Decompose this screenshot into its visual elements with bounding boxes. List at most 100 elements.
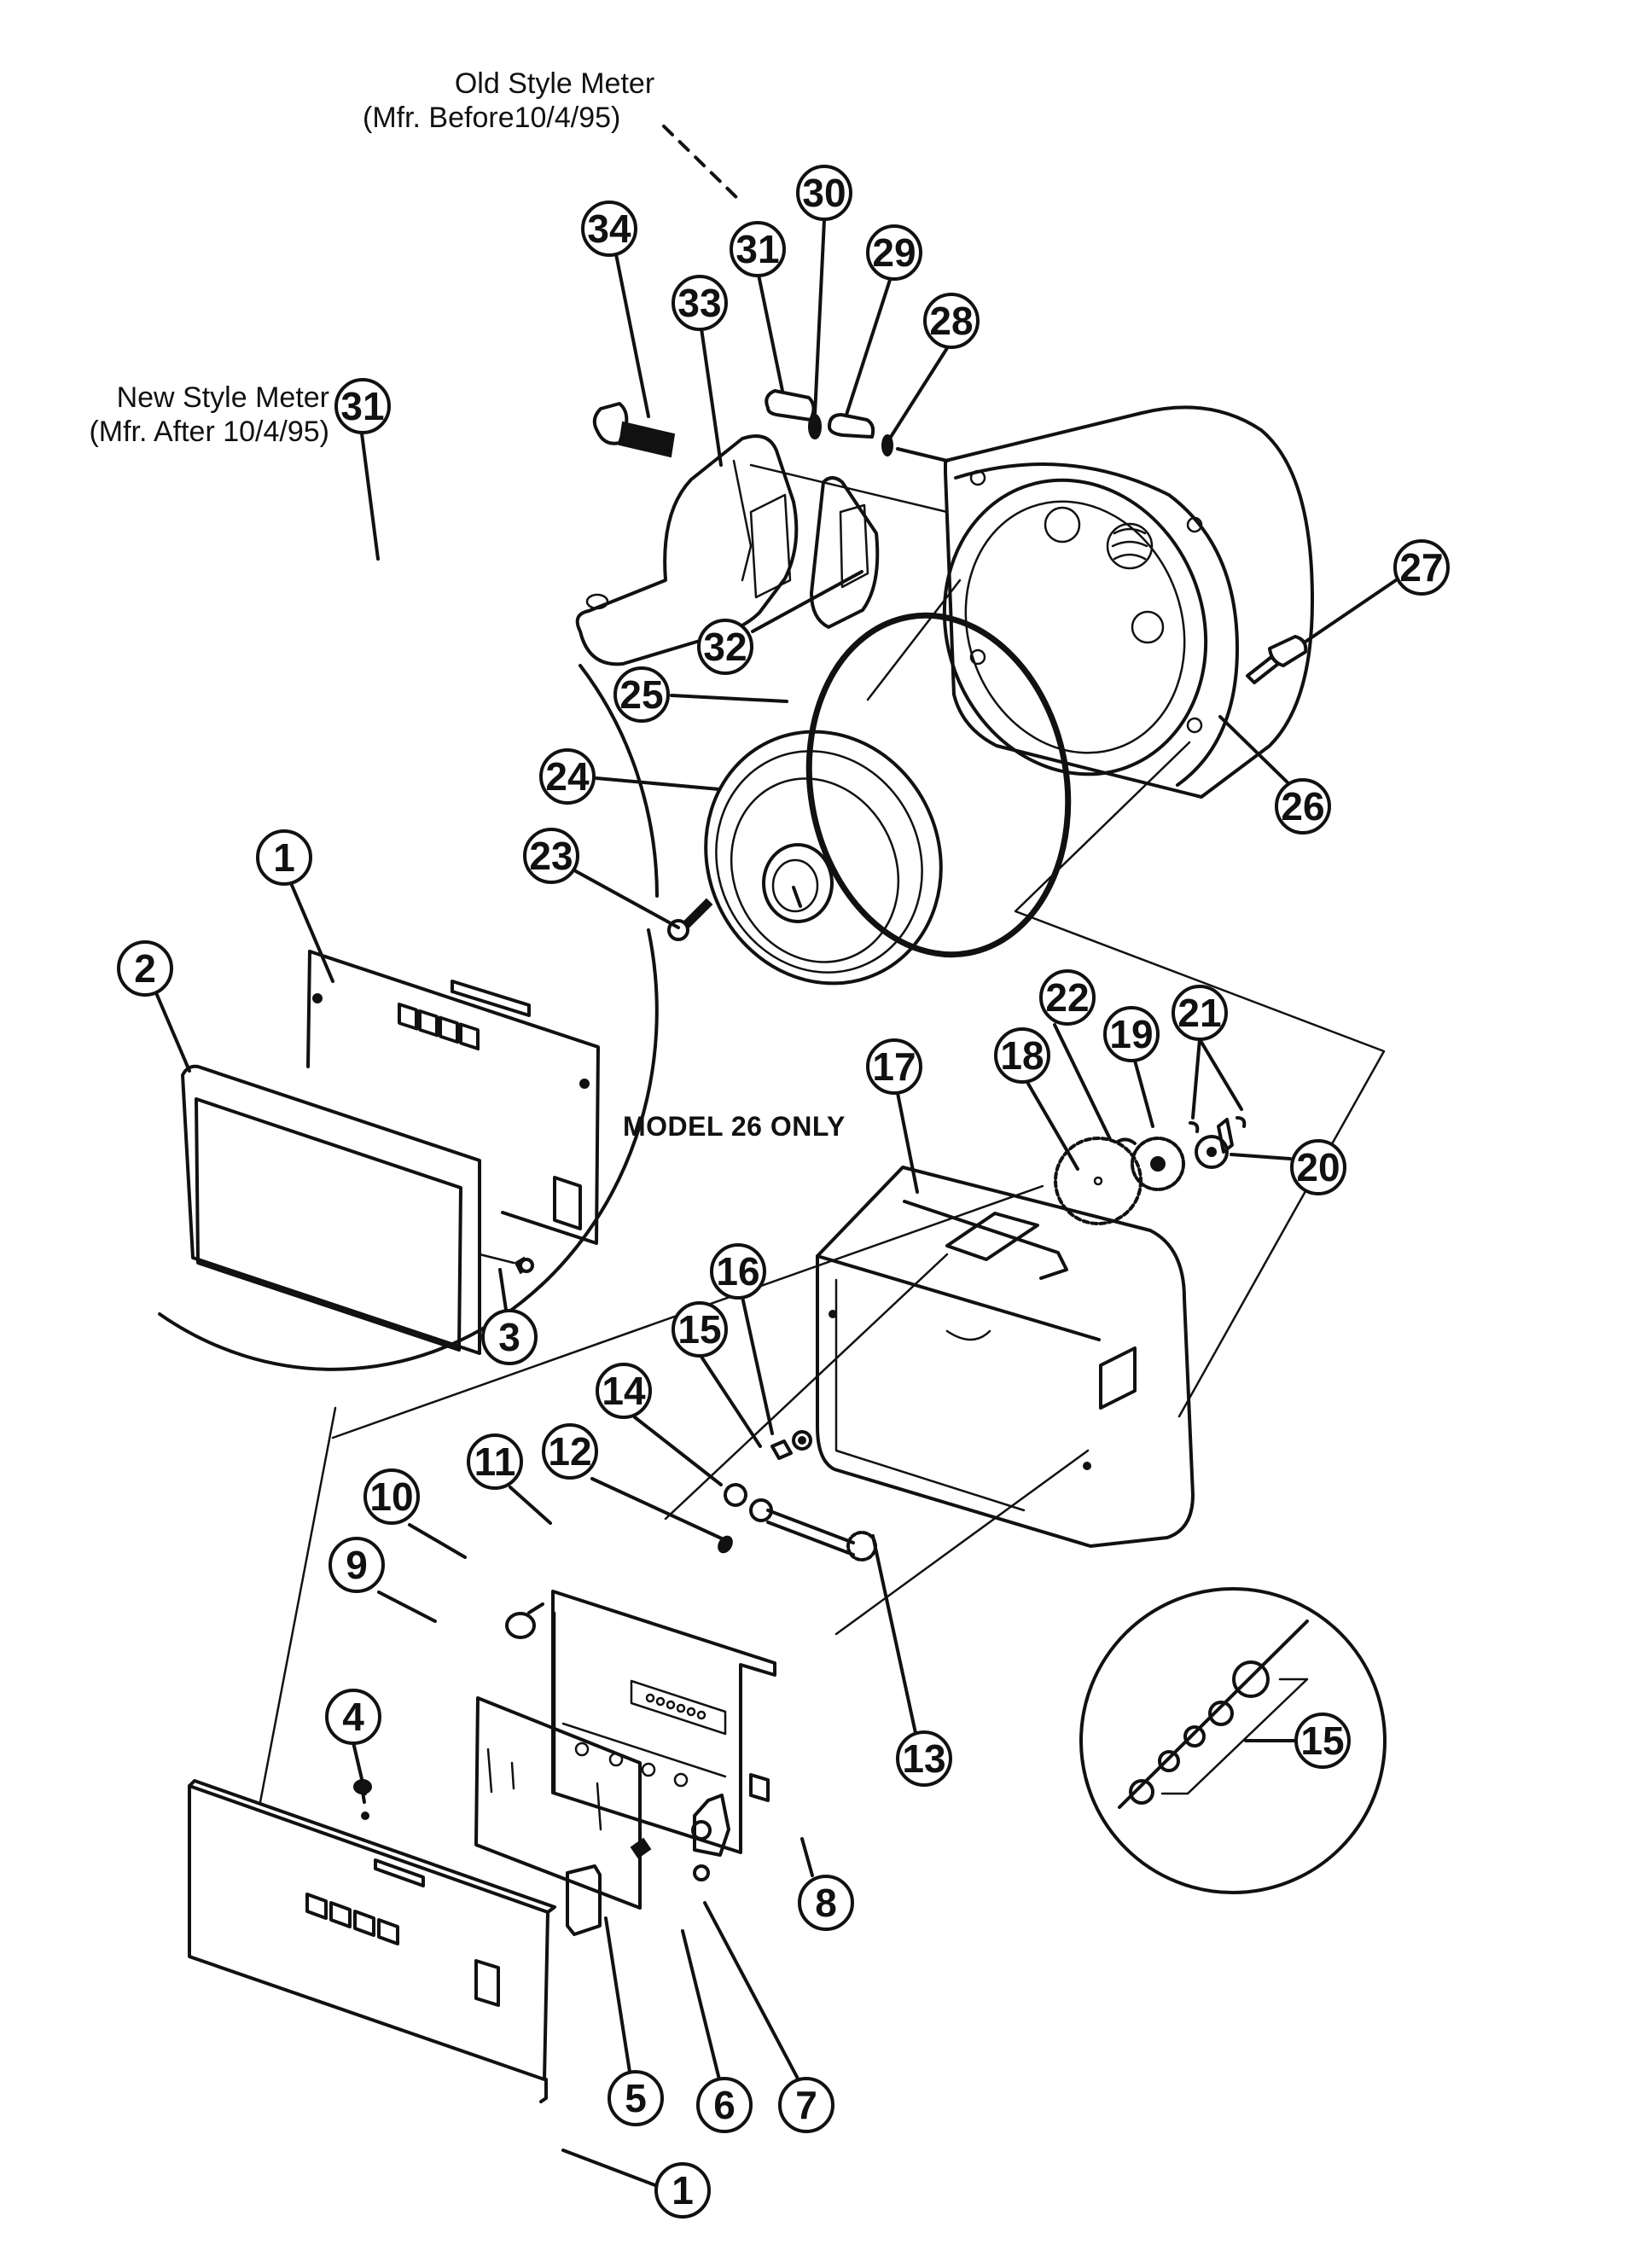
svg-text:18: 18 (1000, 1033, 1044, 1078)
svg-text:4: 4 (342, 1695, 364, 1739)
new-style-meter-title: New Style Meter (116, 381, 329, 414)
callout-20[interactable]: 20 (1290, 1139, 1346, 1195)
callout-1-bottom[interactable]: 1 (654, 2162, 711, 2219)
retaining-ring-22 (1116, 1137, 1137, 1145)
washer-30 (808, 414, 822, 439)
panel-1-inset (306, 950, 600, 1245)
leader-lines (155, 218, 1398, 2187)
callout-32[interactable]: 32 (697, 619, 753, 675)
callout-11[interactable]: 11 (467, 1433, 523, 1490)
screw-10 (505, 1602, 544, 1639)
callout-21[interactable]: 21 (1172, 985, 1228, 1041)
model-26-inset-boundary (158, 928, 659, 1371)
callout-28[interactable]: 28 (923, 293, 980, 349)
callout-26[interactable]: 26 (1275, 778, 1331, 835)
callout-14[interactable]: 14 (596, 1363, 652, 1419)
front-panel-1 (188, 1779, 556, 2103)
gear-18 (1054, 1137, 1143, 1225)
callout-19[interactable]: 19 (1103, 1006, 1160, 1062)
screw-23 (667, 898, 713, 941)
bushing-6 (630, 1837, 652, 1859)
old-style-meter-date: (Mfr. Before10/4/95) (363, 102, 621, 134)
bracket-8 (691, 1794, 730, 1857)
svg-text:28: 28 (929, 299, 973, 343)
callout-18[interactable]: 18 (994, 1027, 1050, 1084)
nut-15 (770, 1439, 793, 1460)
model-26-only-note: MODEL 26 ONLY (623, 1111, 846, 1142)
washer-16 (792, 1430, 812, 1451)
svg-text:14: 14 (602, 1369, 646, 1413)
callout-27[interactable]: 27 (1393, 539, 1450, 596)
retaining-ring-21a (1189, 1121, 1200, 1133)
svg-text:31: 31 (736, 227, 779, 271)
shaft-20 (1195, 1118, 1234, 1169)
retaining-ring-21b (1236, 1116, 1247, 1128)
callout-24[interactable]: 24 (539, 748, 596, 805)
svg-text:2: 2 (134, 946, 156, 991)
callout-25[interactable]: 25 (613, 666, 670, 723)
frame-2 (181, 1064, 481, 1355)
callout-17[interactable]: 17 (866, 1038, 922, 1095)
callout-1-top[interactable]: 1 (256, 829, 312, 886)
gasket-32 (810, 476, 880, 629)
svg-text:34: 34 (587, 206, 631, 251)
svg-text:1: 1 (273, 835, 295, 880)
callout-31-new[interactable]: 31 (334, 378, 391, 434)
shaft-13 (749, 1498, 877, 1561)
inset-detail-15 (1079, 1587, 1387, 1894)
svg-text:1: 1 (672, 2168, 694, 2213)
callout-6[interactable]: 6 (696, 2077, 753, 2133)
svg-text:9: 9 (346, 1543, 368, 1587)
callout-33[interactable]: 33 (672, 275, 728, 331)
callout-12[interactable]: 12 (542, 1423, 598, 1480)
callout-34[interactable]: 34 (581, 201, 637, 257)
svg-text:16: 16 (716, 1249, 759, 1294)
callout-2[interactable]: 2 (117, 940, 173, 997)
new-style-meter-date: (Mfr. After 10/4/95) (89, 416, 329, 448)
callout-9[interactable]: 9 (329, 1537, 385, 1593)
gear-19 (1131, 1137, 1185, 1191)
callout-23[interactable]: 23 (523, 828, 579, 884)
svg-text:19: 19 (1109, 1012, 1153, 1056)
old-style-meter-title: Old Style Meter (454, 67, 655, 100)
case-17 (816, 1166, 1195, 1548)
svg-text:23: 23 (529, 834, 573, 878)
callout-31-old[interactable]: 31 (730, 221, 786, 277)
callouts: 34 31 30 29 33 28 31 27 32 25 24 26 23 1… (117, 165, 1450, 2219)
callout-22[interactable]: 22 (1039, 969, 1096, 1026)
callout-8[interactable]: 8 (798, 1875, 854, 1931)
svg-text:6: 6 (713, 2083, 736, 2127)
fitting-31-old (765, 389, 816, 422)
callout-29[interactable]: 29 (866, 224, 922, 281)
callout-13[interactable]: 13 (896, 1730, 952, 1787)
svg-text:17: 17 (872, 1044, 916, 1089)
svg-text:3: 3 (498, 1315, 520, 1359)
screw-12 (718, 1535, 733, 1554)
svg-text:8: 8 (815, 1881, 837, 1925)
gear-14 (724, 1483, 747, 1507)
callout-7[interactable]: 7 (778, 2077, 834, 2133)
svg-text:33: 33 (677, 281, 721, 325)
svg-text:22: 22 (1045, 975, 1089, 1020)
svg-text:27: 27 (1399, 545, 1443, 590)
callout-15[interactable]: 15 (672, 1301, 728, 1358)
callout-3[interactable]: 3 (481, 1309, 538, 1365)
svg-text:31: 31 (340, 384, 384, 428)
screw-7 (693, 1864, 710, 1881)
screw-3 (478, 1253, 534, 1275)
callout-16[interactable]: 16 (710, 1243, 766, 1300)
screw-4 (353, 1779, 372, 1804)
svg-text:25: 25 (619, 672, 663, 717)
callout-15-inset[interactable]: 15 (1294, 1713, 1351, 1769)
callout-5[interactable]: 5 (608, 2070, 664, 2126)
svg-text:15: 15 (1300, 1718, 1344, 1763)
callout-30[interactable]: 30 (796, 165, 852, 221)
svg-text:15: 15 (677, 1307, 721, 1352)
washer-28 (881, 434, 893, 457)
callout-4[interactable]: 4 (325, 1689, 381, 1745)
old-style-dashed-leader (662, 125, 744, 205)
callout-10[interactable]: 10 (363, 1468, 420, 1525)
svg-text:13: 13 (902, 1736, 945, 1781)
svg-text:21: 21 (1177, 991, 1221, 1035)
